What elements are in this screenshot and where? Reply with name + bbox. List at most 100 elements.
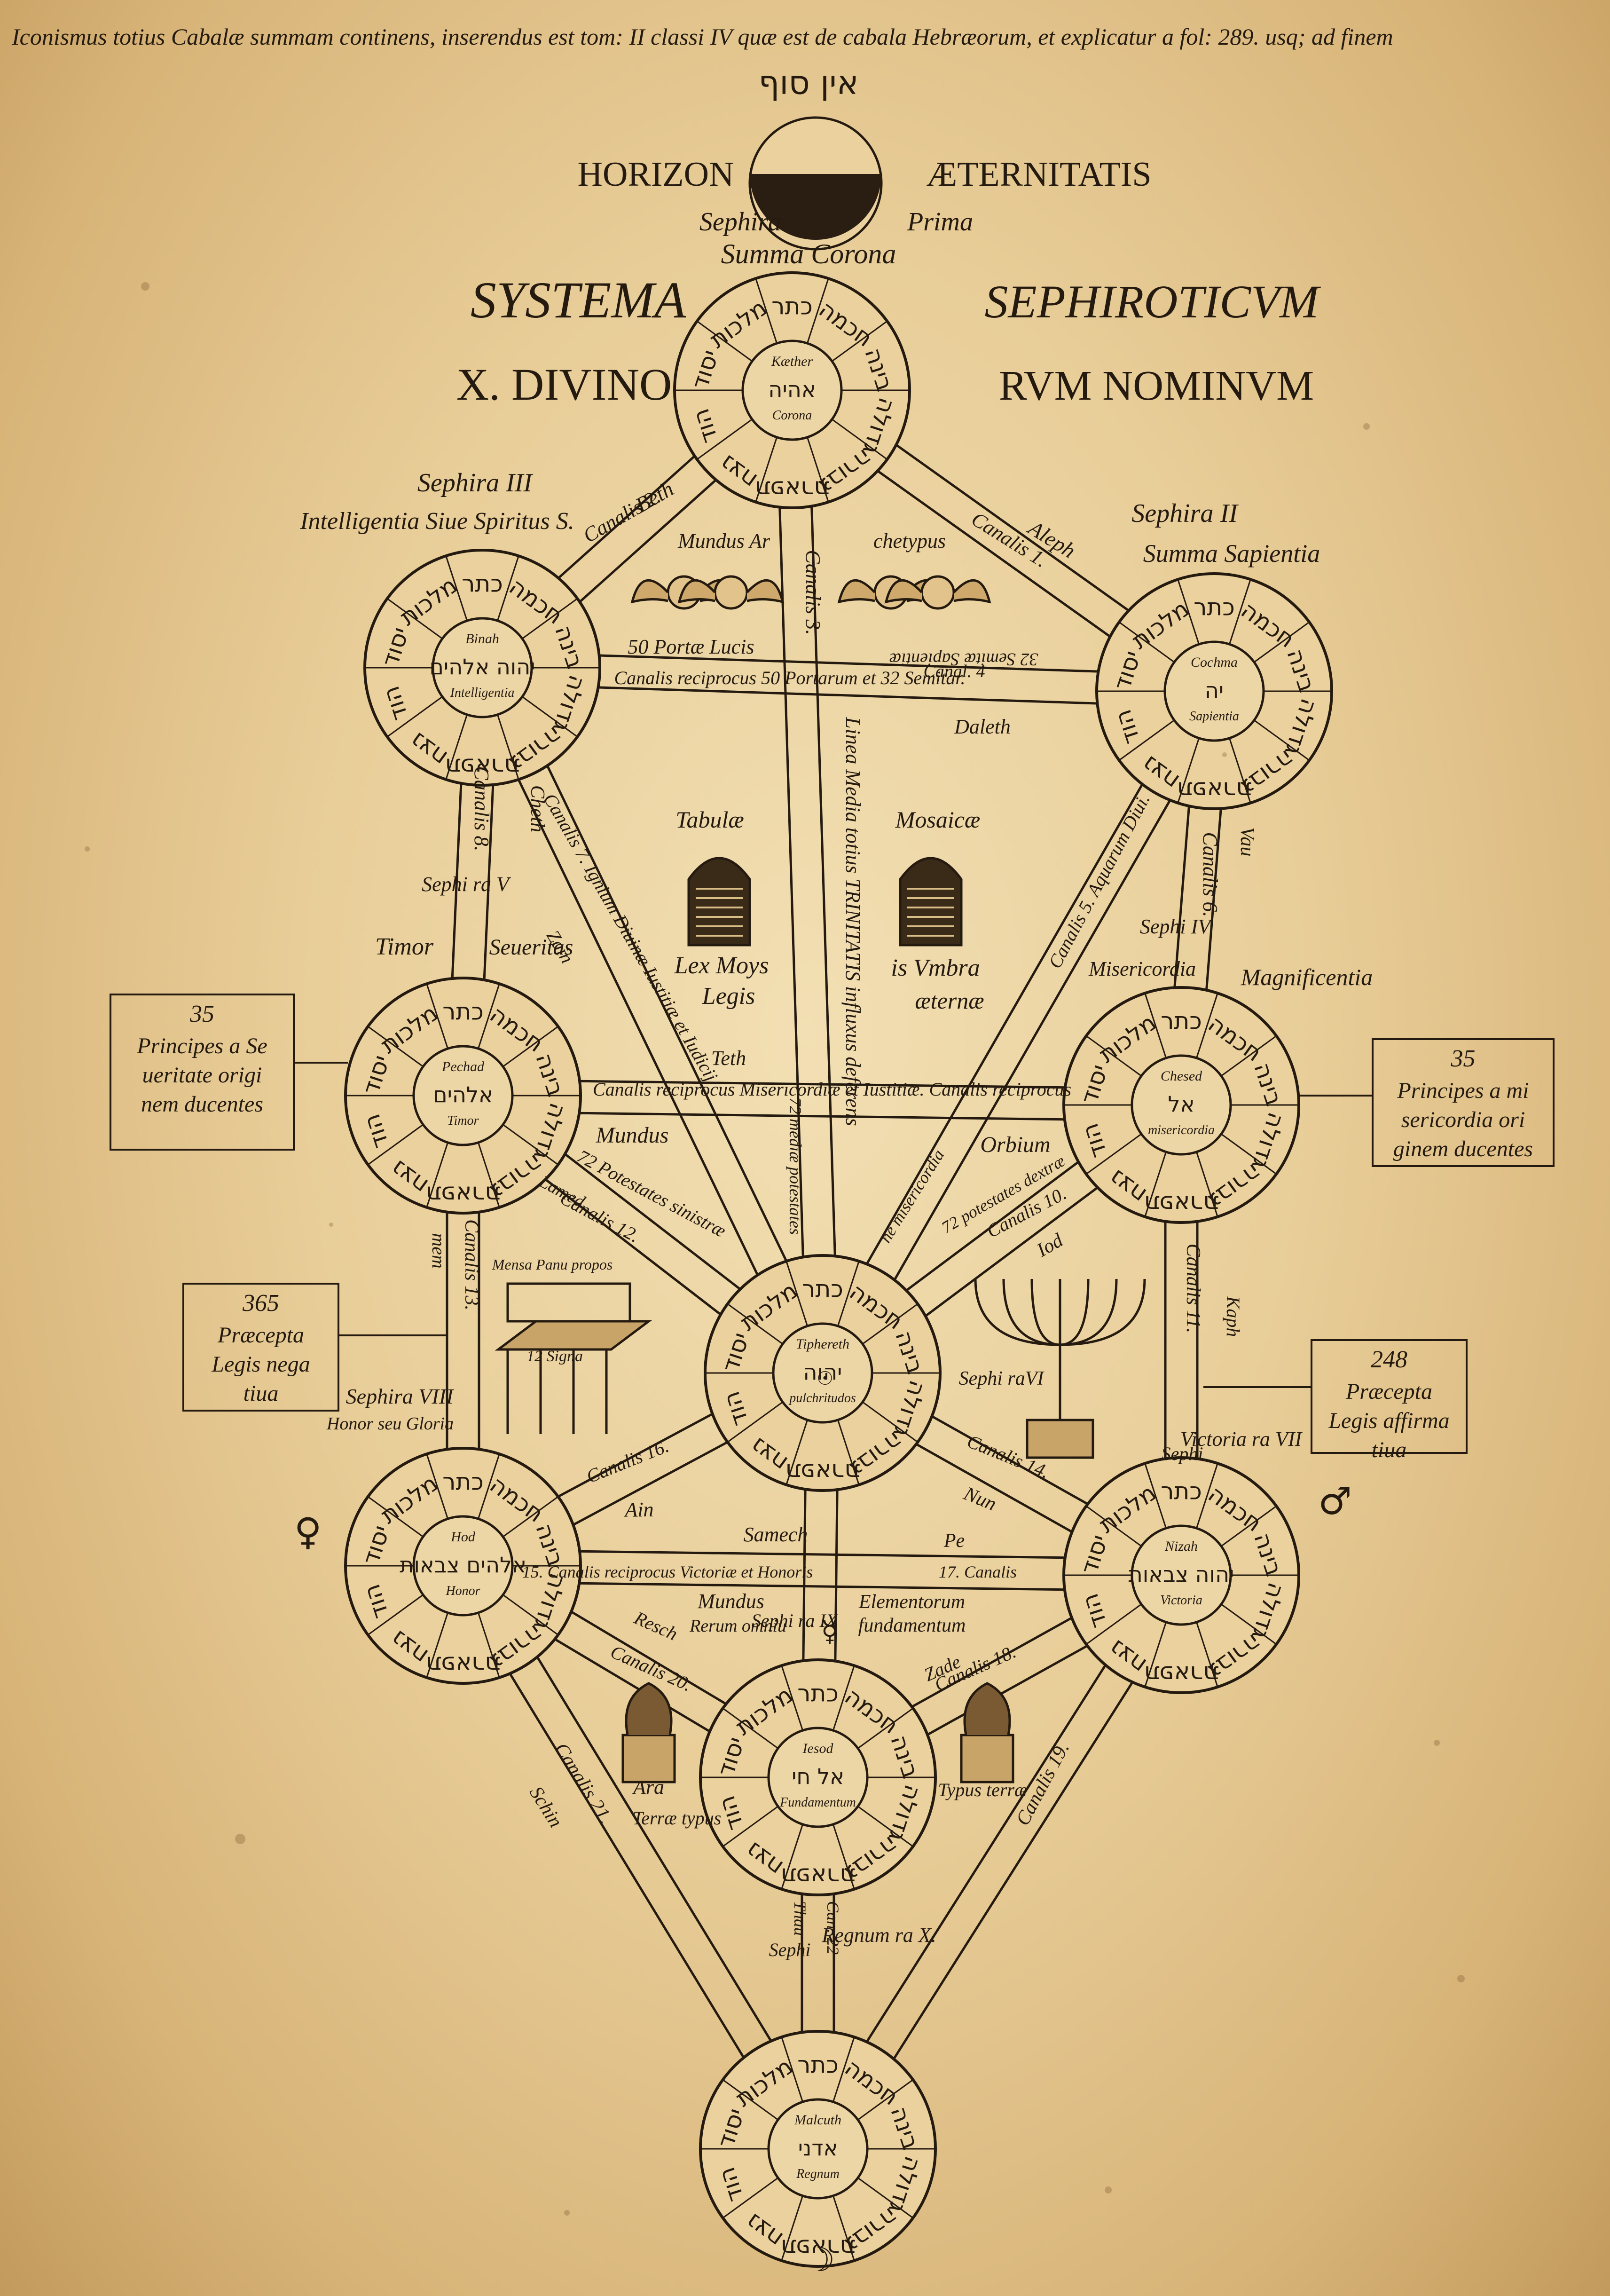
- sephira-label-17: Regnum ra X.: [821, 1924, 936, 1947]
- ring-name-0: כתר: [442, 998, 484, 1026]
- divine-name: אלהים צבאות: [400, 1552, 526, 1578]
- divine-name: יהוה אלהים: [429, 654, 535, 679]
- sephira-name: Cochma: [1191, 655, 1238, 670]
- sephira-subtitle: pulchritudos: [788, 1391, 856, 1405]
- ring-spoke: [1229, 579, 1251, 645]
- ring-spoke: [503, 1496, 559, 1538]
- sephira-label-4: Sephi ra V: [422, 873, 511, 896]
- annotation-24: Terræ typus: [633, 1807, 722, 1829]
- title-line2-left: X. DIVINO: [456, 359, 672, 410]
- ring-spoke: [1144, 1152, 1167, 1217]
- ring-spoke: [696, 418, 753, 460]
- sephira-prima-right: Prima: [907, 207, 973, 237]
- ring-spoke: [1221, 1133, 1277, 1175]
- menorah-illustration: [974, 1278, 1146, 1459]
- sephira-label-2: Sephira II: [1131, 499, 1239, 528]
- sephira-subtitle: Victoria: [1160, 1593, 1202, 1608]
- ring-name-5: תפארת: [1144, 1661, 1219, 1688]
- ring-name-0: כתר: [1194, 594, 1235, 621]
- channel-label-5: Canalis 8.: [470, 766, 493, 852]
- ring-name-0: כתר: [797, 1680, 839, 1707]
- ring-spoke: [1118, 621, 1175, 663]
- ring-spoke: [722, 2177, 778, 2219]
- ring-spoke: [1196, 1463, 1218, 1529]
- foxing-spot: [141, 282, 149, 291]
- ring-spoke: [1196, 1622, 1218, 1688]
- altar-illustration-1: [960, 1682, 1014, 1783]
- sephira-label-8: Misericordia: [1088, 957, 1196, 980]
- ring-name-5: תפארת: [426, 1651, 501, 1679]
- annotation-20: Rerum omniu: [689, 1616, 786, 1636]
- foxing-spot: [235, 1834, 245, 1844]
- sephira-label-13: Sephi: [1162, 1443, 1203, 1464]
- box-text-left1-0: Principes a Se: [136, 1034, 267, 1058]
- annotation-14: 72 mediæ potestates: [786, 1097, 805, 1235]
- box-number-right1: 35: [1451, 1045, 1476, 1072]
- channel-line-kether-tiphereth-0: [775, 390, 808, 1374]
- ring-spoke: [832, 418, 888, 460]
- ring-name-5: תפארת: [1177, 777, 1252, 804]
- ring-spoke: [837, 1420, 860, 1485]
- moon-symbol: ☽: [806, 2241, 835, 2279]
- letter-label-10: Kaph: [1223, 1296, 1244, 1337]
- foxing-spot: [1222, 752, 1227, 757]
- ring-spoke: [367, 1026, 424, 1067]
- ring-name-0: כתר: [1161, 1478, 1202, 1505]
- box-text-left1-2: nem ducentes: [141, 1092, 263, 1117]
- foxing-spot: [329, 1223, 333, 1227]
- channel-line-hod-nizah-1: [463, 1548, 1182, 1561]
- ring-name-5: תפארת: [445, 753, 520, 781]
- foxing-spot: [1457, 1975, 1465, 1982]
- ring-spoke: [1177, 738, 1200, 804]
- ring-spoke: [1085, 1035, 1142, 1077]
- eternity-disk: [748, 116, 883, 251]
- ring-spoke: [1144, 1622, 1167, 1688]
- channel-line-binah-tiphereth-0: [467, 674, 809, 1381]
- divine-name: יה: [1205, 678, 1224, 703]
- ring-spoke: [478, 1612, 500, 1678]
- sephira-subtitle: Honor: [445, 1584, 480, 1598]
- box-text-right1-1: sericordia ori: [1401, 1107, 1525, 1132]
- ring-spoke: [1177, 579, 1200, 645]
- ring-spoke: [1085, 1603, 1142, 1645]
- foxing-spot: [1363, 423, 1370, 430]
- sephira-name: Hod: [450, 1529, 476, 1545]
- box-number-left2: 365: [242, 1290, 279, 1317]
- sephira-subtitle: Timor: [448, 1113, 479, 1128]
- ring-spoke: [1229, 738, 1251, 804]
- altar-illustration-0: [621, 1682, 676, 1783]
- annotation-9: æternæ: [915, 987, 984, 1014]
- channel-line-pechad-chesed-1: [463, 1078, 1182, 1090]
- annotation-6: Lex Moys: [674, 952, 769, 979]
- ring-spoke: [1254, 621, 1310, 663]
- sephira-name: Kæther: [771, 354, 813, 369]
- title-line2-right: RVM NOMINVM: [999, 363, 1314, 409]
- ring-spoke: [367, 1124, 424, 1166]
- sephira-label-3: Summa Sapientia: [1143, 539, 1320, 568]
- channel-label-9: Canalis reciprocus Misericordiæ et Iusti…: [593, 1079, 1071, 1100]
- mercury-symbol: ☿: [821, 1615, 839, 1648]
- venus-symbol: ♀: [294, 1510, 322, 1554]
- letter-label-2: Daleth: [954, 715, 1011, 738]
- annotation-0: Mundus Ar: [677, 529, 770, 552]
- ring-name-5: תפארת: [755, 476, 830, 503]
- channel-label-8: Canalis 6.: [1199, 832, 1222, 917]
- ring-spoke: [785, 1261, 808, 1326]
- sephira-name: Iesod: [802, 1741, 834, 1756]
- sephira-subtitle: misericordia: [1148, 1123, 1215, 1137]
- ring-spoke: [426, 1142, 448, 1208]
- ring-spoke: [1196, 993, 1218, 1058]
- channel-label-16: 15. Canalis reciprocus Victoriæ et Honor…: [522, 1562, 813, 1581]
- divine-name: יהוה: [803, 1359, 842, 1385]
- channel-line-binah-cochma-0: [481, 682, 1214, 709]
- ring-spoke: [478, 1142, 500, 1208]
- ring-spoke: [727, 1401, 783, 1443]
- en-sof-hebrew: אין סוף: [758, 63, 858, 102]
- ring-spoke: [503, 1594, 559, 1636]
- channel-line-cochma-tiphereth-0: [808, 682, 1202, 1366]
